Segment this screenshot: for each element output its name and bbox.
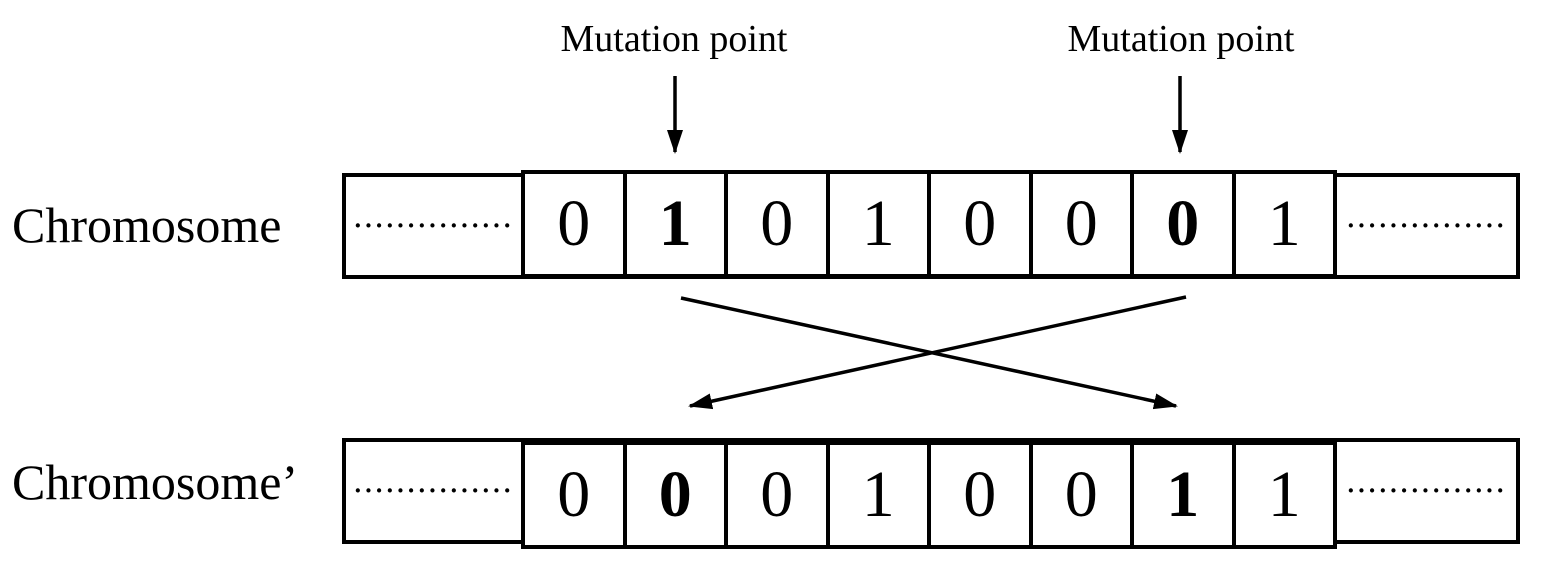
chromosome-label: Chromosome	[12, 197, 282, 253]
crossed-arrow-right-to-left-icon	[688, 295, 1187, 410]
bit-cell: 1	[1130, 441, 1236, 549]
bit-cell: 0	[521, 441, 627, 549]
ellipsis-dots: ···············	[1346, 211, 1507, 240]
bit-cell: 0	[1130, 170, 1236, 278]
bit-cell: 0	[927, 170, 1033, 278]
bit-cell: 0	[1028, 441, 1134, 549]
leader-cell-right: ···············	[1337, 442, 1516, 540]
bit-cell: 0	[724, 170, 830, 278]
bit-cell: 0	[1028, 170, 1134, 278]
mutation-point-label-2: Mutation point	[1067, 18, 1295, 60]
bit-cell: 1	[1231, 441, 1337, 549]
bit-cell: 0	[724, 441, 830, 549]
bit-cells: 0 0 0 1 0 0 1 1	[521, 441, 1337, 549]
bit-cell: 0	[927, 441, 1033, 549]
chromosome-row: ··············· 0 1 0 1 0 0 0 1 ········…	[342, 170, 1520, 279]
bit-cell: 1	[825, 170, 931, 278]
ellipsis-dots: ···············	[353, 211, 514, 240]
ellipsis-dots: ···············	[353, 476, 514, 505]
bit-cell: 0	[622, 441, 728, 549]
bit-cell: 1	[825, 441, 931, 549]
leader-cell-right: ···············	[1337, 177, 1516, 275]
chromosome-prime-row: ··············· 0 0 0 1 0 0 1 1 ········…	[342, 438, 1520, 549]
bit-cell: 1	[1231, 170, 1337, 278]
chromosome-prime-label: Chromosome’	[12, 454, 299, 510]
crossed-arrow-left-to-right-icon	[680, 296, 1178, 410]
mutation-point-label-1: Mutation point	[560, 18, 788, 60]
bit-cell: 1	[622, 170, 728, 278]
bit-cells: 0 1 0 1 0 0 0 1	[521, 170, 1337, 278]
bit-cell: 0	[521, 170, 627, 278]
ellipsis-dots: ···············	[1346, 476, 1507, 505]
leader-cell-left: ···············	[346, 177, 521, 275]
leader-cell-left: ···············	[346, 442, 521, 540]
